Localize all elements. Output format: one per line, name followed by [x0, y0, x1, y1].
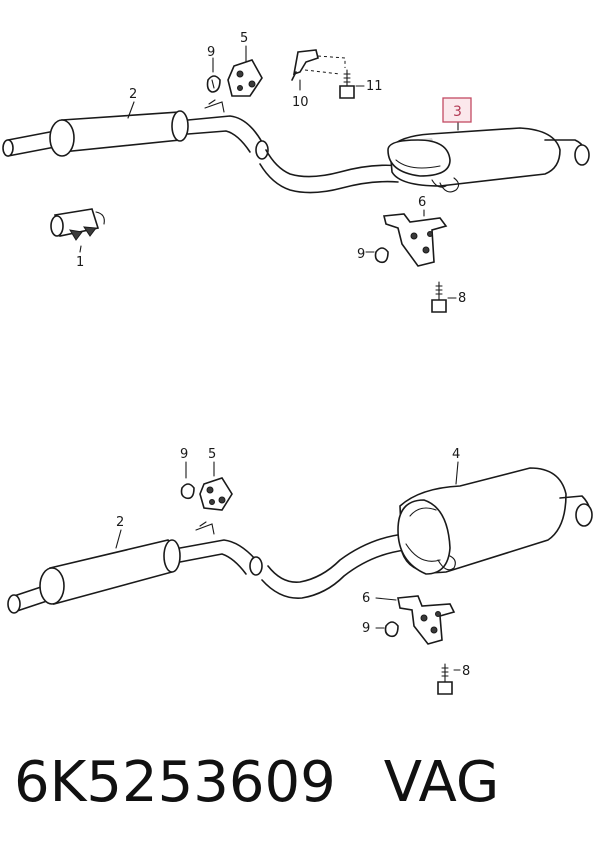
bottom-leaders [115, 461, 461, 671]
bottom-washer-9b [384, 621, 399, 638]
bottom-middle-pipe [261, 533, 407, 599]
bottom-callout-6: 6 [362, 591, 370, 606]
part-number: 6K5253609 [14, 750, 336, 815]
top-callout-10: 10 [292, 95, 309, 110]
top-rubber-mount-5 [227, 59, 263, 97]
top-washer-9b [374, 247, 389, 264]
top-callout-9a: 9 [207, 45, 215, 60]
top-front-pipe [2, 130, 56, 157]
bottom-callout-9a: 9 [180, 447, 188, 462]
top-hanger-10 [291, 49, 346, 81]
top-leaders [79, 45, 459, 299]
brand-name: VAG [383, 750, 500, 815]
top-bolt-8 [431, 281, 447, 313]
bottom-bolt-8 [437, 663, 453, 695]
top-exhaust-view: 2 1 5 9 10 11 6 9 8 3 [2, 31, 590, 313]
bottom-exhaust-view: 2 9 5 4 6 9 8 [7, 447, 593, 695]
top-callout-3: 3 [453, 104, 462, 120]
highlighted-callout-3[interactable]: 3 [442, 97, 472, 123]
top-rear-silencer [387, 127, 590, 193]
top-callout-8: 8 [458, 291, 466, 306]
top-callout-2: 2 [129, 87, 137, 102]
top-bolt-11 [339, 69, 355, 99]
exhaust-system-diagram: 2 1 5 9 10 11 6 9 8 3 [2, 31, 593, 695]
bottom-rear-silencer [397, 467, 593, 575]
bottom-callout-9b: 9 [362, 621, 370, 636]
part-footer: 6K5253609 VAG [14, 750, 594, 840]
top-middle-pipe [259, 149, 401, 194]
top-callout-9b: 9 [357, 247, 365, 262]
top-front-muffler [49, 99, 269, 160]
bottom-rubber-mount-5 [199, 477, 233, 511]
top-callout-11: 11 [366, 79, 383, 94]
top-callout-6: 6 [418, 195, 426, 210]
bottom-callout-5: 5 [208, 447, 216, 462]
top-callout-1: 1 [76, 255, 84, 270]
bottom-front-muffler [39, 521, 263, 606]
top-rubber-mount-6 [382, 213, 448, 267]
bottom-callout-2: 2 [116, 515, 124, 530]
top-clamp-part [50, 208, 105, 241]
bottom-callout-4: 4 [452, 447, 460, 462]
callout-highlight-box [442, 97, 472, 123]
bottom-rubber-mount-6 [397, 595, 456, 645]
top-washer-9 [206, 75, 221, 93]
bottom-callout-8: 8 [462, 664, 470, 679]
top-callout-5: 5 [240, 31, 248, 46]
bottom-washer-9 [180, 483, 195, 500]
